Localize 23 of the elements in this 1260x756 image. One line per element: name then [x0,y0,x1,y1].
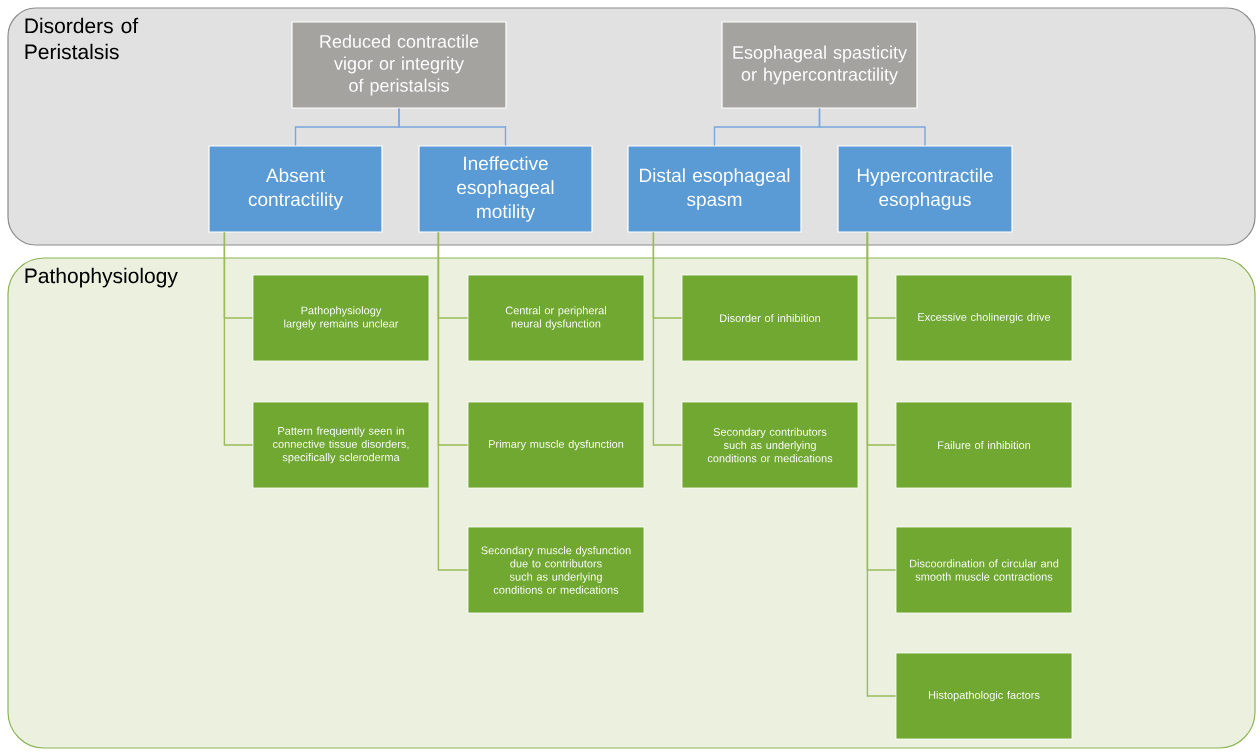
connector-line [818,107,926,147]
category-box: Reduced contractile vigor or integrity of peristalsis [291,21,507,109]
mechanism-box: Histopathologic factors [895,652,1073,740]
connector-line [398,107,507,147]
disorder-box: Distal esophageal spasm [627,145,802,233]
mechanism-box: Primary muscle dysfunction [467,401,645,489]
connector-line [866,231,897,697]
mechanism-box: Discoordination of circular and smooth muscle contractions [895,526,1073,614]
disorder-box: Absent contractility [208,145,383,233]
connector-line [652,231,683,446]
mechanism-box: Secondary contributors such as underlying conditions or medications [681,401,859,489]
mechanism-box: Secondary muscle dysfunction due to contributors such as underlying conditions or medications [467,526,645,614]
connector-line [437,231,469,571]
mechanism-box: Failure of inhibition [895,401,1073,489]
mechanism-box: Excessive cholinergic drive [895,274,1073,362]
mechanism-box: Pattern frequently seen in connective tissue disorders, specifically scleroderma [252,401,430,489]
mechanism-box: Disorder of inhibition [681,274,859,362]
disorder-box: Ineffective esophageal motility [418,145,593,233]
mechanism-box: Central or peripheral neural dysfunction [467,274,645,362]
connector-line [223,231,254,446]
disorder-box: Hypercontractile esophagus [837,145,1013,233]
category-box: Esophageal spasticity or hypercontractility [721,21,918,109]
mechanism-box: Pathophysiology largely remains unclear [252,274,430,362]
